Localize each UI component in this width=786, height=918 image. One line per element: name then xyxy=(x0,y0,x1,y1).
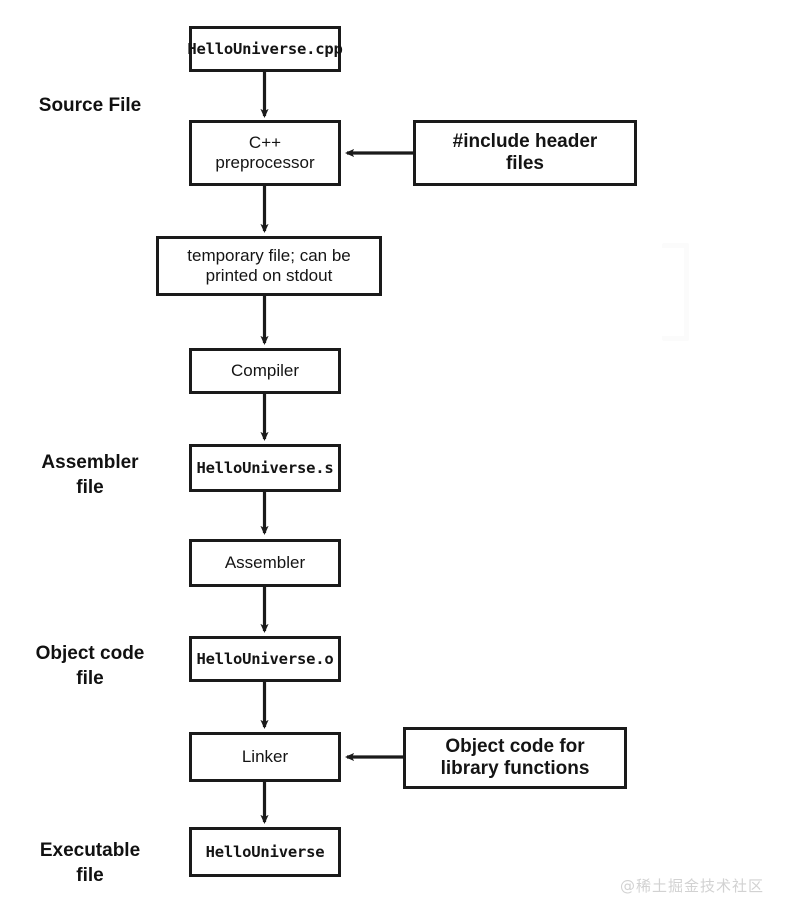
site-watermark: @稀土掘金技术社区 xyxy=(620,877,765,895)
stage-label-executable-file: Executable file xyxy=(39,840,141,887)
node-linker: Linker xyxy=(189,732,341,782)
node-hellouniverse-o: HelloUniverse.o xyxy=(189,636,341,682)
ghost-watermark-bracket xyxy=(662,243,689,341)
stage-label-object-code-file: Object code file xyxy=(35,643,145,690)
node-include-header-files: #include header files xyxy=(413,120,637,186)
stage-label-assembler-file: Assembler file xyxy=(41,452,139,499)
node-hellouniverse-executable: HelloUniverse xyxy=(189,827,341,877)
node-compiler: Compiler xyxy=(189,348,341,394)
stage-label-source-file: Source File xyxy=(38,95,142,116)
node-hellouniverse-cpp: HelloUniverse.cpp xyxy=(187,26,343,72)
node-temporary-file: temporary file; can be printed on stdout xyxy=(156,236,382,296)
node-object-code-library: Object code for library functions xyxy=(403,727,627,789)
node-assembler: Assembler xyxy=(189,539,341,587)
node-hellouniverse-s: HelloUniverse.s xyxy=(189,444,341,492)
node-cpp-preprocessor: C++ preprocessor xyxy=(189,120,341,186)
